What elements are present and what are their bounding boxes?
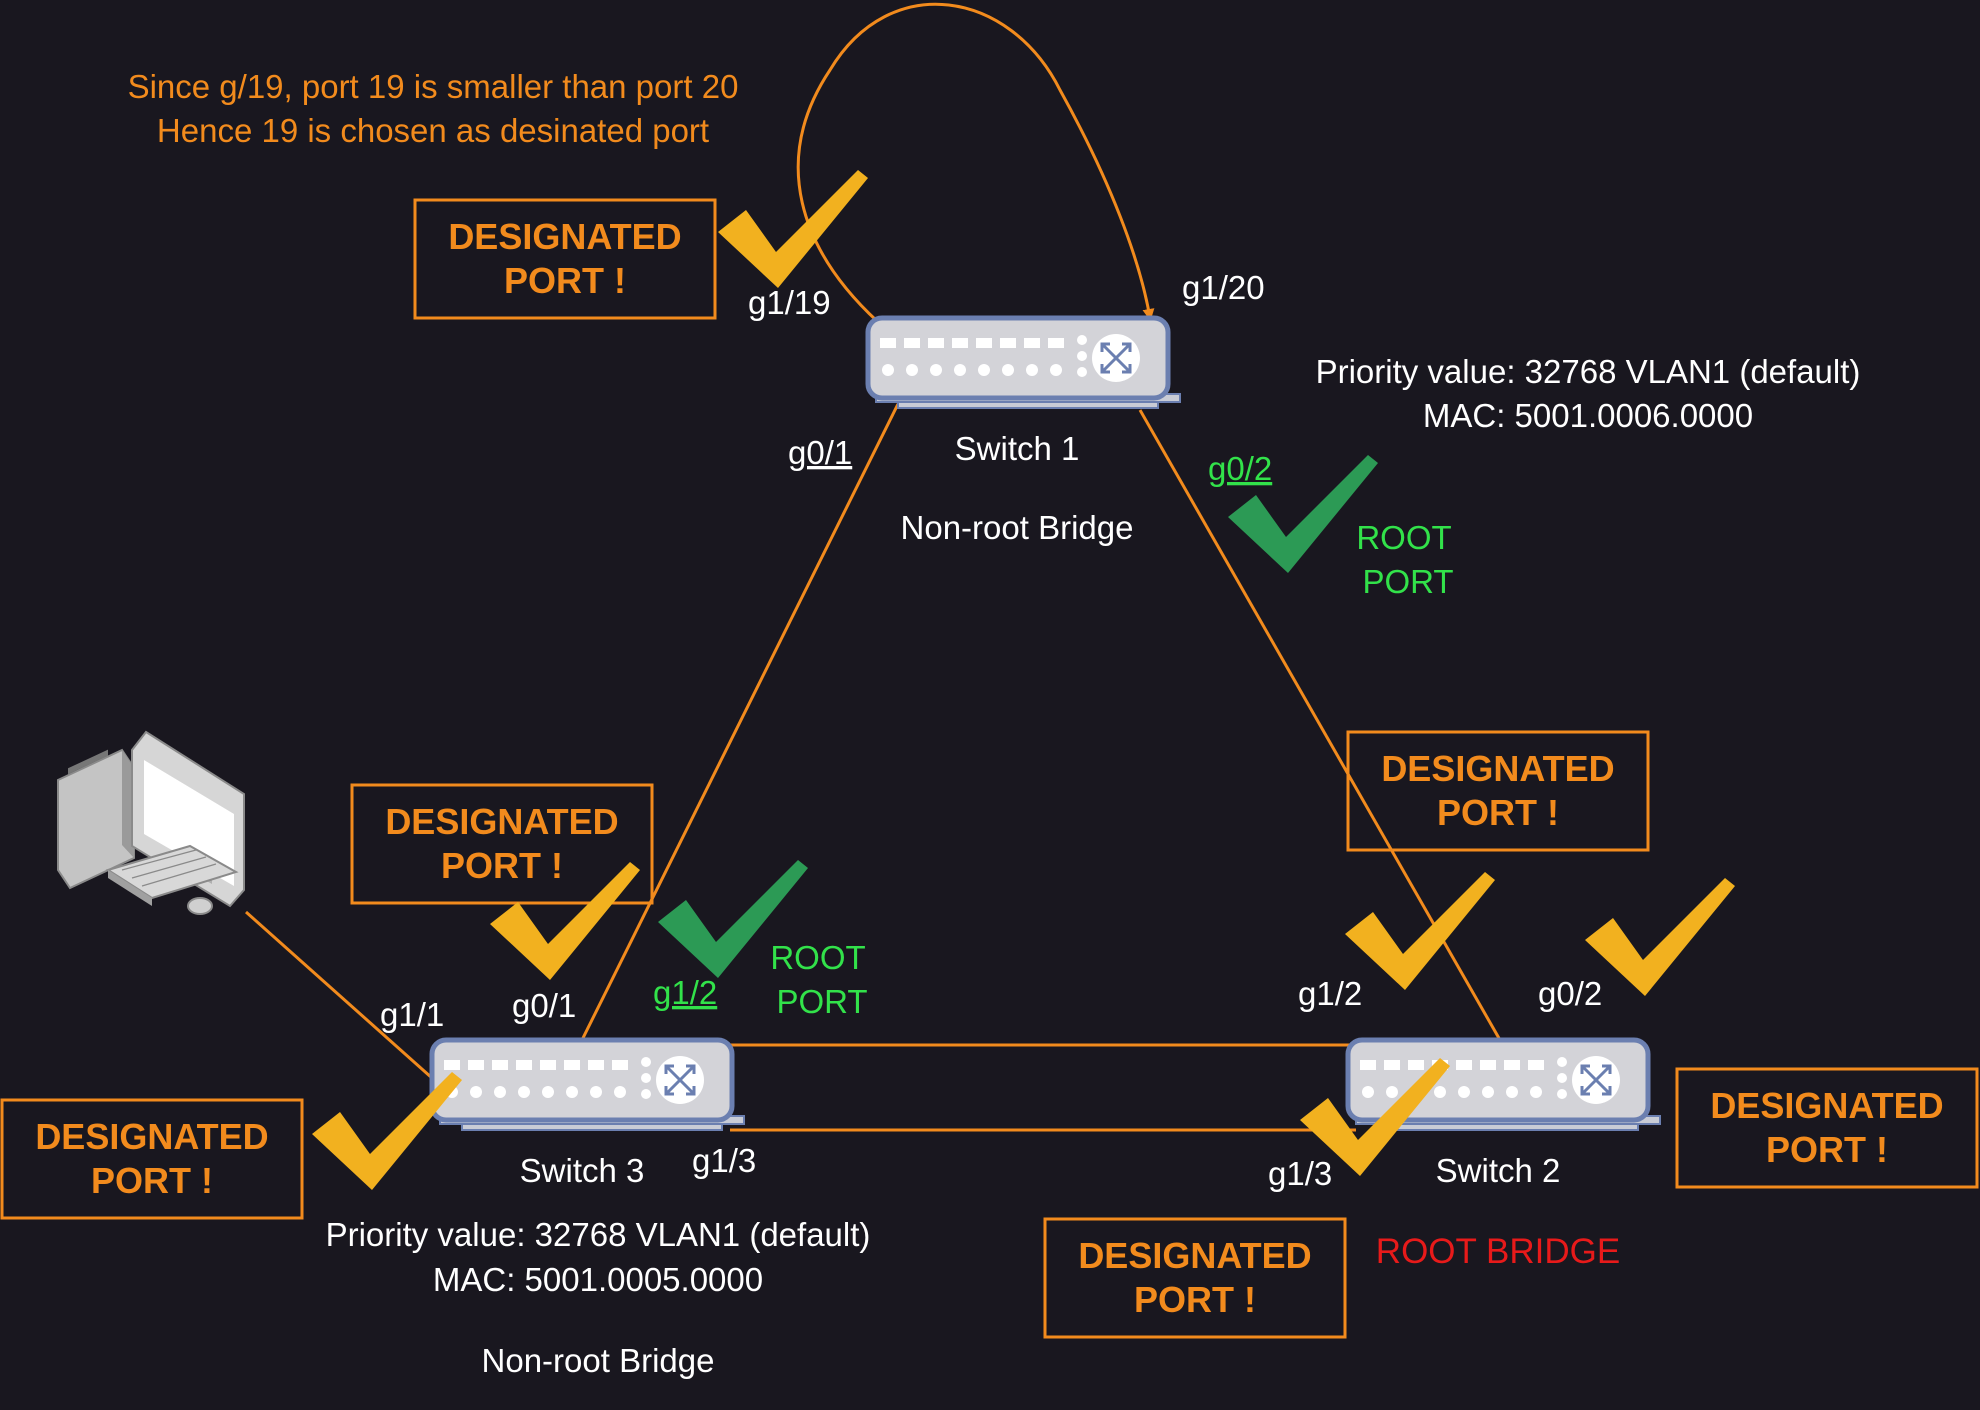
sw3-port-g1-2: g1/2	[653, 974, 717, 1011]
designated-label-line2: PORT !	[1766, 1129, 1888, 1170]
designated-check-sw2-g1-2	[1345, 872, 1495, 990]
designated-box-sw1: DESIGNATED PORT !	[413, 198, 717, 320]
designated-label-line1: DESIGNATED	[1381, 748, 1614, 789]
designated-check-sw3-g1-1	[312, 1072, 462, 1190]
sw3-port-g1-1: g1/1	[380, 996, 444, 1033]
designated-label-line1: DESIGNATED	[35, 1116, 268, 1157]
designated-label-line2: PORT !	[441, 845, 563, 886]
designated-label-line2: PORT !	[1437, 792, 1559, 833]
sw1-port-g1-19: g1/19	[748, 284, 831, 321]
sw3-name: Switch 3	[520, 1152, 645, 1189]
designated-check-sw2-g0-2	[1585, 878, 1735, 996]
designated-label-line1: DESIGNATED	[1078, 1235, 1311, 1276]
sw2-name: Switch 2	[1436, 1152, 1561, 1189]
sw2-port-g1-3: g1/3	[1268, 1155, 1332, 1192]
designated-box-sw2-g1-3: DESIGNATED PORT !	[1043, 1217, 1347, 1339]
loop-arrow	[796, 2, 1155, 324]
designated-box-sw3-g0-1: DESIGNATED PORT !	[350, 783, 654, 905]
designated-label-line2: PORT !	[91, 1160, 213, 1201]
sw1-mac: MAC: 5001.0006.0000	[1423, 397, 1753, 434]
designated-label-line1: DESIGNATED	[385, 801, 618, 842]
sw3-root-port-line2: PORT	[776, 983, 867, 1020]
note-line-2: Hence 19 is chosen as desinated port	[157, 112, 709, 149]
note-line-1: Since g/19, port 19 is smaller than port…	[128, 68, 739, 105]
link-sw1-sw3	[580, 403, 900, 1041]
switch-1-icon[interactable]	[868, 318, 1180, 408]
sw2-role-root-bridge: ROOT BRIDGE	[1376, 1232, 1620, 1271]
designated-label-line2: PORT !	[1134, 1279, 1256, 1320]
designated-box-sw3-g1-1: DESIGNATED PORT !	[0, 1098, 304, 1220]
designated-check-sw1-g1-19	[718, 170, 868, 288]
sw2-port-g0-2: g0/2	[1538, 975, 1602, 1012]
sw1-root-port-line1: ROOT	[1356, 519, 1451, 556]
sw3-root-port-line1: ROOT	[770, 939, 865, 976]
computer-icon[interactable]	[57, 730, 245, 915]
designated-label-line1: DESIGNATED	[448, 216, 681, 257]
link-pc-sw3	[245, 910, 433, 1080]
designated-box-sw2-g0-2: DESIGNATED PORT !	[1675, 1067, 1979, 1189]
sw1-root-port-line2: PORT	[1362, 563, 1453, 600]
sw1-port-g0-2: g0/2	[1208, 450, 1272, 487]
sw1-port-g0-1: g0/1	[788, 434, 852, 471]
sw3-role: Non-root Bridge	[482, 1342, 715, 1379]
designated-label-line1: DESIGNATED	[1710, 1085, 1943, 1126]
sw1-name: Switch 1	[955, 430, 1080, 467]
designated-label-line2: PORT !	[504, 260, 626, 301]
sw1-port-g1-20: g1/20	[1182, 269, 1265, 306]
sw3-port-g0-1: g0/1	[512, 987, 576, 1024]
sw3-mac: MAC: 5001.0005.0000	[433, 1261, 763, 1298]
sw3-port-g1-3: g1/3	[692, 1142, 756, 1179]
sw3-priority: Priority value: 32768 VLAN1 (default)	[326, 1216, 871, 1253]
sw2-port-g1-2: g1/2	[1298, 975, 1362, 1012]
sw1-priority: Priority value: 32768 VLAN1 (default)	[1316, 353, 1861, 390]
sw1-role: Non-root Bridge	[901, 509, 1134, 546]
switch-3-icon[interactable]	[432, 1040, 744, 1130]
designated-box-sw2-g1-2: DESIGNATED PORT !	[1346, 730, 1650, 852]
